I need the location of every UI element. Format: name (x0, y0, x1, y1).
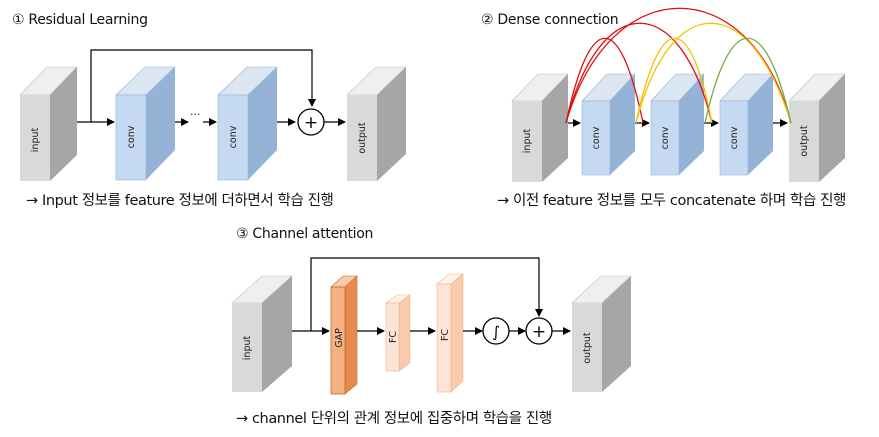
dense-arc-red-2 (565, 22, 713, 124)
channel-sigmoid-symbol: ∫ (492, 323, 500, 341)
channel-caption: → channel 단위의 관계 정보에 집중하며 학습을 진행 (236, 410, 552, 427)
channel-fc-block-2: FC (436, 273, 464, 393)
channel-sum-symbol: + (532, 322, 546, 342)
residual-conv-label-2: conv (228, 125, 239, 148)
channel-input-label: input (242, 336, 253, 361)
dense-title: ② Dense connection (481, 12, 618, 28)
dense-input-block: input (511, 73, 569, 182)
residual-input-label: input (30, 128, 41, 153)
dense-input-label: input (522, 129, 533, 154)
dense-conv-label-3: conv (729, 126, 740, 149)
residual-sum-symbol: + (304, 113, 318, 133)
dense-section: ② Dense connection input conv conv (481, 7, 846, 209)
channel-fc-block-1: FC (385, 294, 411, 372)
channel-section: ③ Channel attention input GAP FC (231, 226, 632, 427)
channel-output-block: output (571, 275, 632, 392)
dense-conv-block-3: conv (719, 73, 774, 176)
residual-output-block: output (346, 66, 407, 181)
dense-caption: → 이전 feature 정보를 모두 concatenate 하며 학습 진행 (497, 192, 846, 209)
residual-skip-connection (90, 49, 316, 122)
dense-conv-label-1: conv (591, 126, 602, 149)
residual-output-label: output (357, 122, 368, 154)
residual-conv-label-1: conv (126, 125, 137, 148)
residual-caption: → Input 정보를 feature 정보에 더하면서 학습 진행 (26, 192, 333, 209)
dense-output-label: output (799, 125, 810, 157)
dense-conv-label-2: conv (660, 126, 671, 149)
channel-skip-connection (310, 257, 543, 331)
dense-output-block: output (788, 73, 846, 182)
dense-conv-block-2: conv (650, 73, 705, 176)
residual-input-block: input (19, 66, 78, 181)
channel-output-label: output (582, 332, 593, 364)
residual-title: ① Residual Learning (12, 12, 148, 28)
channel-fc-label-2: FC (440, 329, 451, 341)
channel-gap-label: GAP (334, 328, 345, 348)
residual-ellipsis: ··· (190, 108, 201, 121)
residual-conv-block-1: conv (115, 66, 176, 181)
channel-input-block: input (231, 275, 293, 392)
dense-conv-block-1: conv (581, 73, 636, 176)
dense-arc-yellow-1 (635, 37, 713, 124)
channel-title: ③ Channel attention (236, 226, 373, 242)
dense-arc-yellow-2 (635, 22, 792, 124)
dense-arc-green-1 (704, 37, 792, 124)
residual-conv-block-2: conv (217, 66, 278, 181)
channel-fc-label-1: FC (388, 331, 399, 343)
residual-sum-node: + (297, 108, 325, 136)
dense-arc-red-1 (565, 37, 644, 124)
residual-section: ① Residual Learning input conv conv (12, 12, 407, 209)
channel-sigmoid-node: ∫ (482, 317, 510, 345)
channel-sum-node: + (525, 317, 553, 345)
channel-gap-block: GAP (330, 275, 358, 395)
